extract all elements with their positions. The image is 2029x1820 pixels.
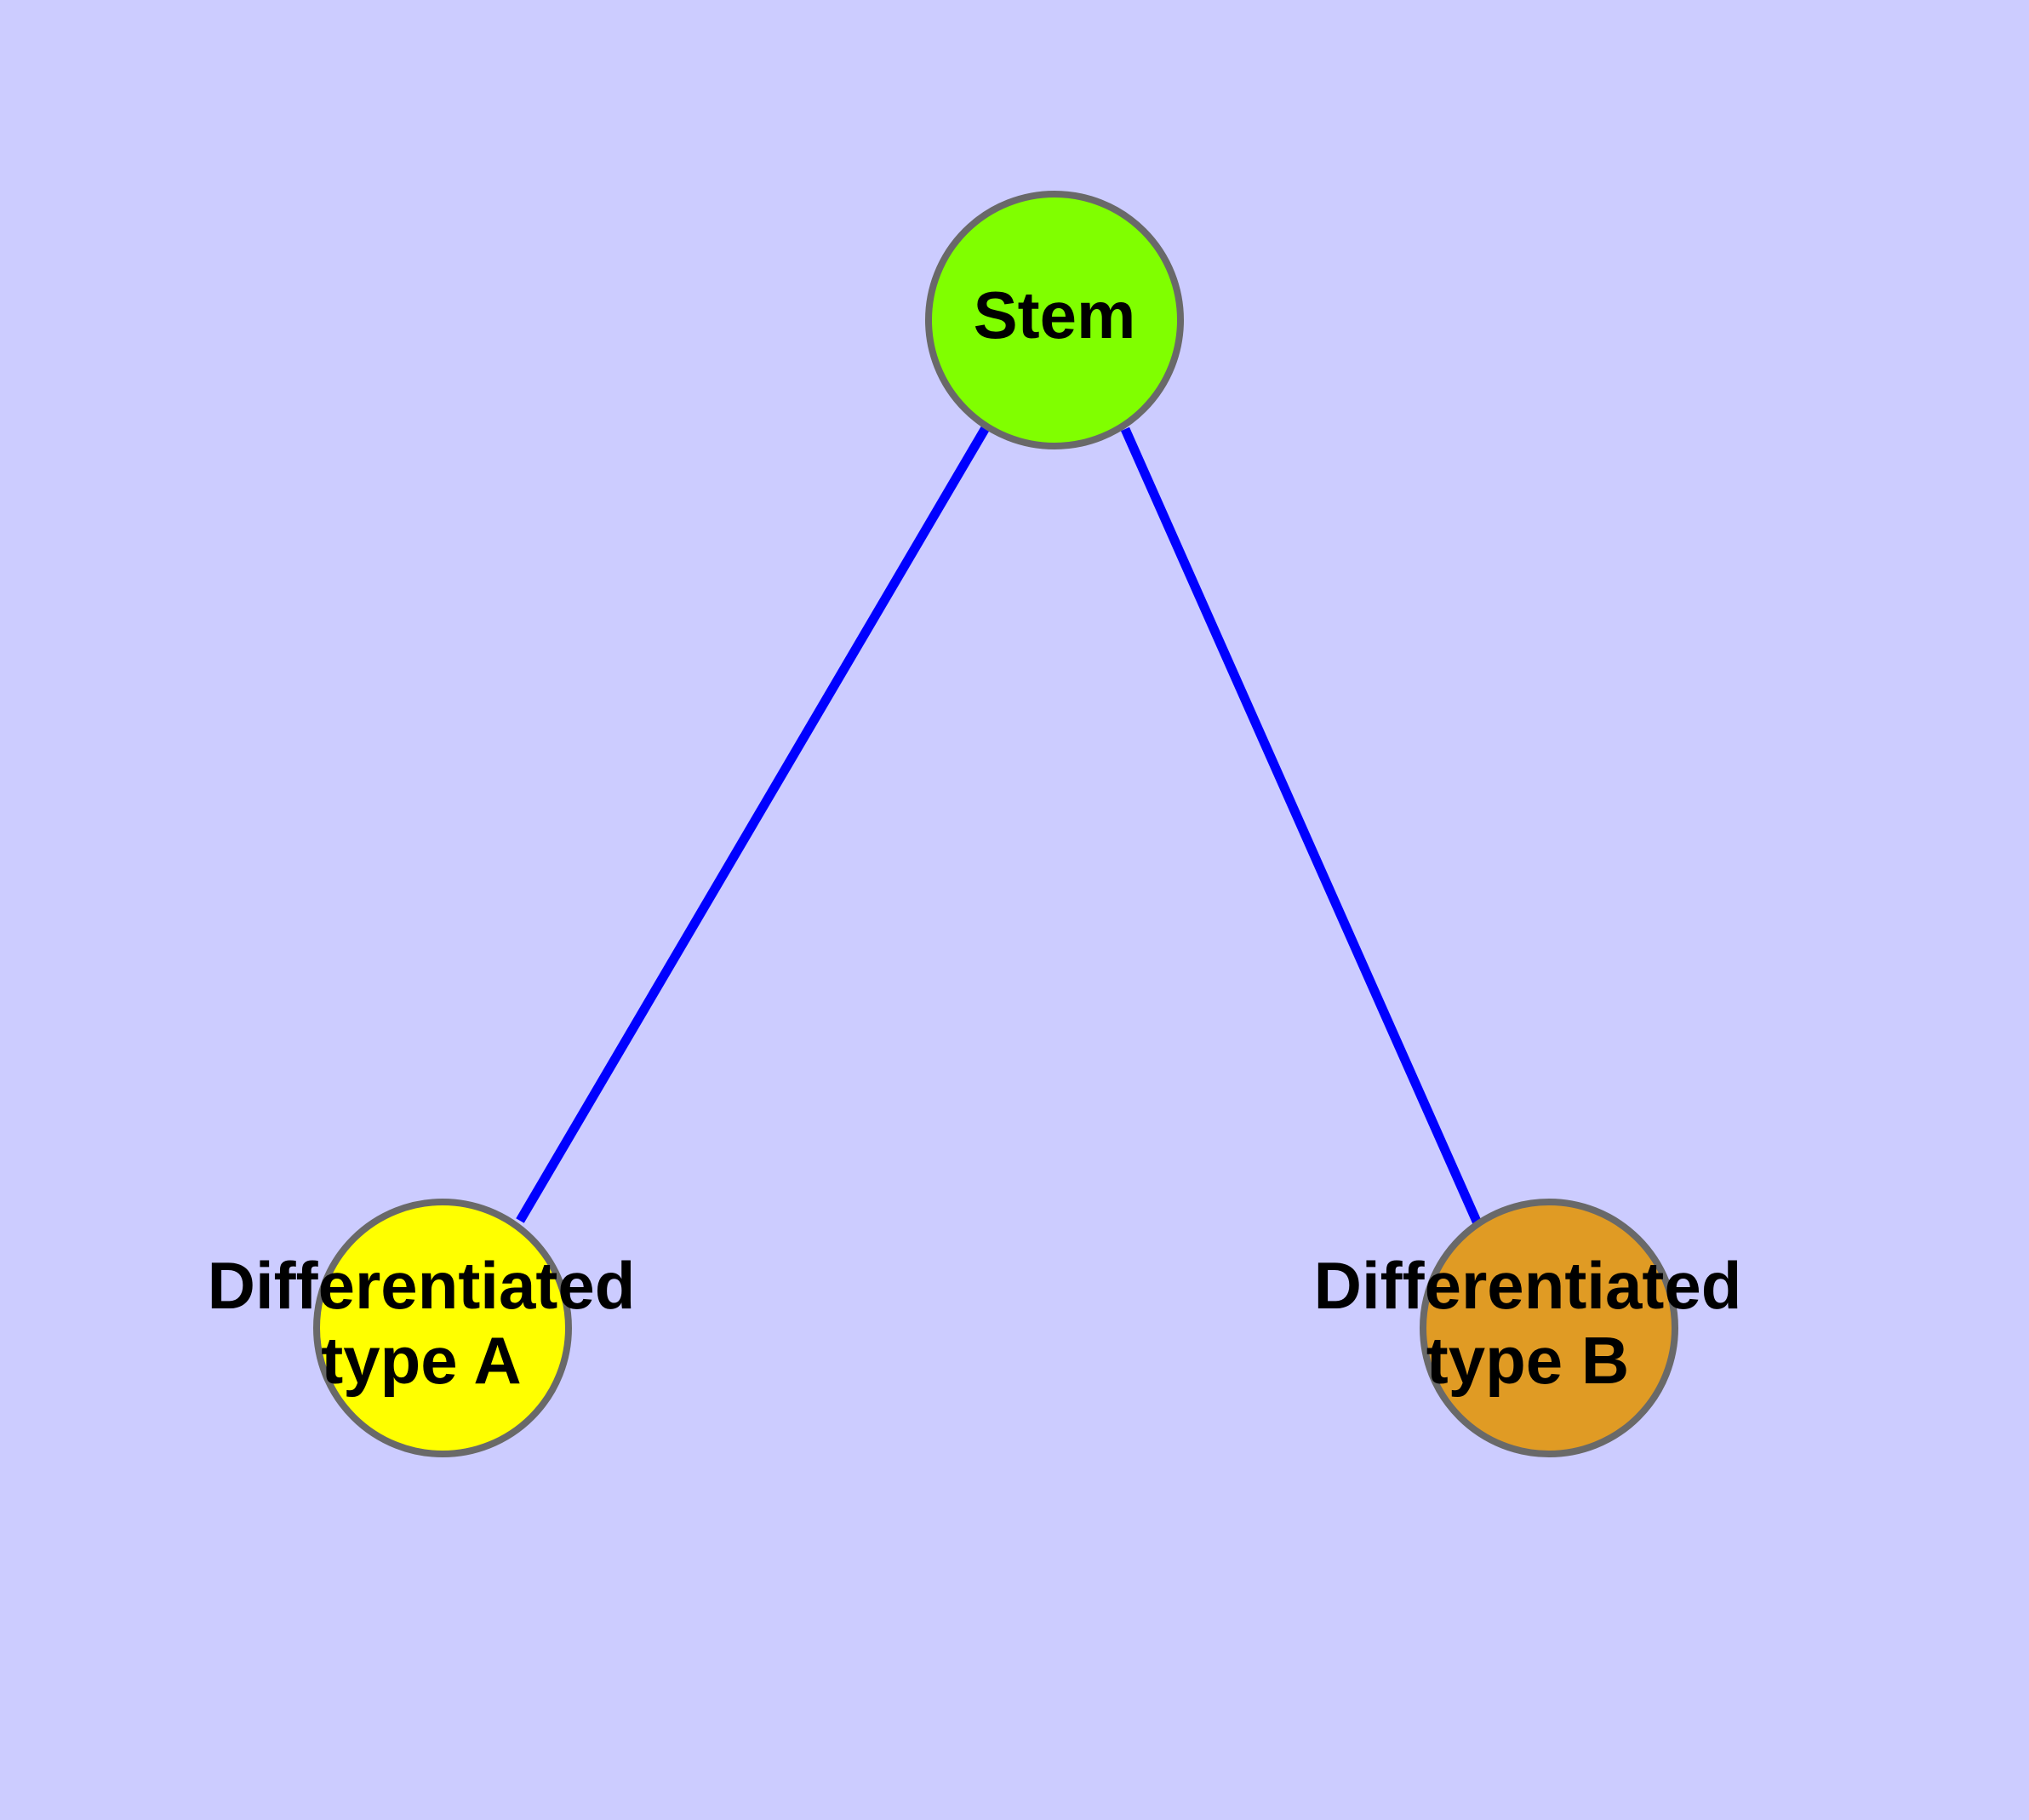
node-stem-label: Stem (974, 278, 1136, 352)
label-line: Differentiated (208, 1248, 636, 1323)
edge-layer (516, 424, 1483, 1226)
node-stem[interactable] (925, 191, 1184, 449)
node-diff-b[interactable] (1420, 1199, 1678, 1457)
node-diff-a[interactable] (313, 1199, 572, 1457)
node-layer (313, 191, 1678, 1457)
edge-stem-to-diff-a[interactable] (516, 424, 991, 1223)
edge-stem-to-diff-b[interactable] (1120, 426, 1483, 1226)
node-diff-a-circle[interactable] (313, 1199, 572, 1457)
label-line: type A (321, 1323, 522, 1398)
node-stem-circle[interactable] (925, 191, 1184, 449)
node-diff-b-circle[interactable] (1420, 1199, 1678, 1457)
label-line: Differentiated (1314, 1248, 1742, 1323)
label-line: type B (1426, 1323, 1629, 1398)
label-line: Stem (974, 278, 1136, 352)
